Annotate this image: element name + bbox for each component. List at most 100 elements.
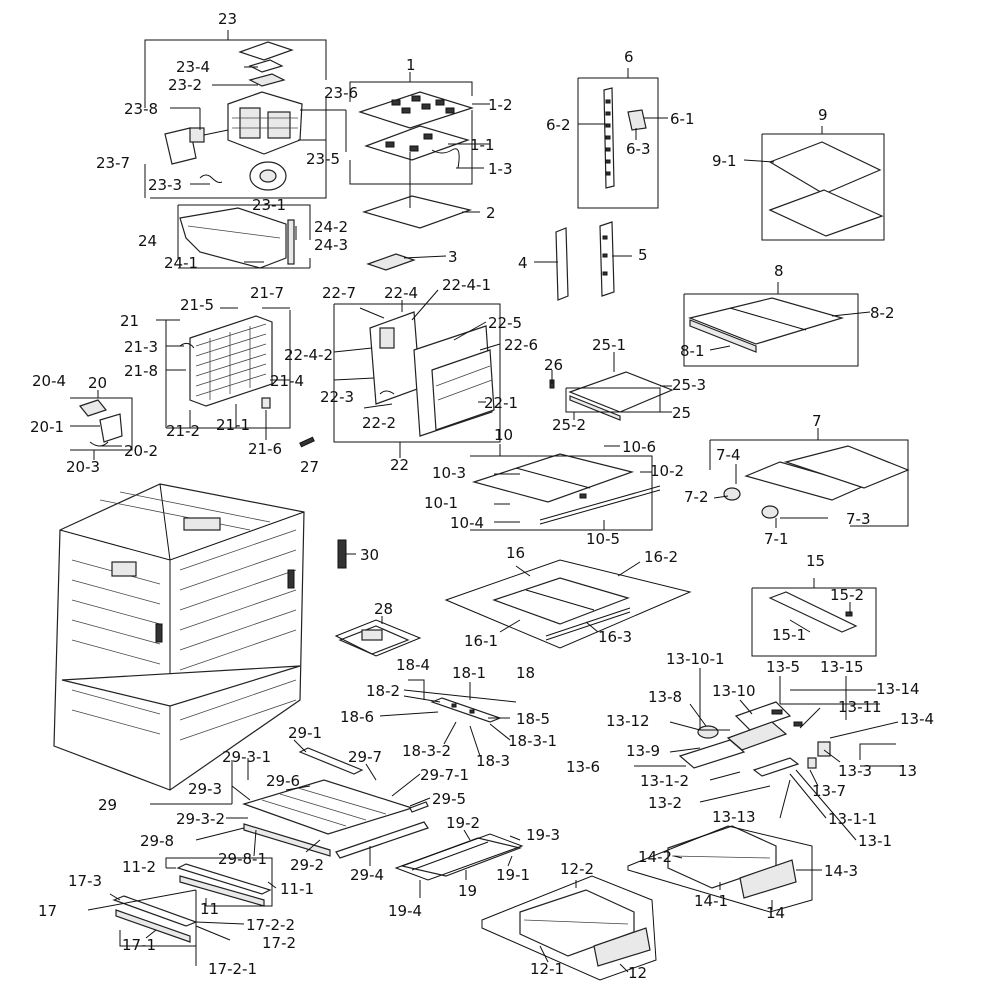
refrigerator-cabinet <box>53 483 305 791</box>
label-20-3: 20-3 <box>66 458 100 476</box>
label-6-2: 6-2 <box>546 116 571 134</box>
label-10-1: 10-1 <box>424 494 458 512</box>
label-18-3-2: 18-3-2 <box>402 742 451 760</box>
label-22-2: 22-2 <box>362 414 396 432</box>
label-22-6: 22-6 <box>504 336 538 354</box>
label-13-12: 13-12 <box>606 712 650 730</box>
label-13-10: 13-10 <box>712 682 756 700</box>
label-21-3: 21-3 <box>124 338 158 356</box>
part-labels: 23 23-4 23-2 23-8 23-6 23-7 23-5 23-3 23… <box>30 10 934 982</box>
label-19-3: 19-3 <box>526 826 560 844</box>
label-29-3-1: 29-3-1 <box>222 748 271 766</box>
label-17: 17 <box>38 902 57 920</box>
label-23: 23 <box>218 10 237 28</box>
label-13-14: 13-14 <box>876 680 920 698</box>
label-29-7: 29-7 <box>348 748 382 766</box>
shelf-assembly-10 <box>471 453 661 525</box>
shelf-assembly-7 <box>723 445 910 519</box>
label-30: 30 <box>360 546 379 564</box>
label-19-2: 19-2 <box>446 814 480 832</box>
label-23-5: 23-5 <box>306 150 340 168</box>
label-13-11: 13-11 <box>838 698 882 716</box>
label-9-1: 9-1 <box>712 152 737 170</box>
label-10: 10 <box>494 426 513 444</box>
label-27: 27 <box>300 458 319 476</box>
label-17-1: 17-1 <box>122 936 156 954</box>
label-11-1: 11-1 <box>280 880 314 898</box>
label-1-1: 1-1 <box>470 136 495 154</box>
label-22-1: 22-1 <box>484 394 518 412</box>
label-16-1: 16-1 <box>464 632 498 650</box>
label-21-1: 21-1 <box>216 416 250 434</box>
freezer-drawer-12 <box>519 889 651 967</box>
label-1-2: 1-2 <box>488 96 513 114</box>
label-19-4: 19-4 <box>388 902 422 920</box>
label-22-4-2: 22-4-2 <box>284 346 333 364</box>
label-29-4: 29-4 <box>350 866 384 884</box>
label-13-6: 13-6 <box>566 758 600 776</box>
label-23-2: 23-2 <box>168 76 202 94</box>
label-22-3: 22-3 <box>320 388 354 406</box>
label-18-3: 18-3 <box>476 752 510 770</box>
label-17-2: 17-2 <box>262 934 296 952</box>
label-25: 25 <box>672 404 691 422</box>
label-24-2: 24-2 <box>314 218 348 236</box>
label-18-1: 18-1 <box>452 664 486 682</box>
label-16-2: 16-2 <box>644 548 678 566</box>
label-10-3: 10-3 <box>432 464 466 482</box>
label-10-4: 10-4 <box>450 514 484 532</box>
freezer-drawer-14 <box>667 825 797 899</box>
label-28: 28 <box>374 600 393 618</box>
rail-assembly-15 <box>768 591 858 633</box>
label-12: 12 <box>628 964 647 982</box>
label-29-5: 29-5 <box>432 790 466 808</box>
label-18-4: 18-4 <box>396 656 430 674</box>
label-18-2: 18-2 <box>366 682 400 700</box>
label-7-4: 7-4 <box>716 446 741 464</box>
label-13-1-1: 13-1-1 <box>828 810 877 828</box>
label-7-2: 7-2 <box>684 488 709 506</box>
label-8-2: 8-2 <box>870 304 895 322</box>
label-25-1: 25-1 <box>592 336 626 354</box>
leader-lines <box>70 30 909 981</box>
label-14: 14 <box>766 904 785 922</box>
label-13-7: 13-7 <box>812 782 846 800</box>
label-13-1: 13-1 <box>858 832 892 850</box>
label-18: 18 <box>516 664 535 682</box>
control-module-13 <box>678 701 831 777</box>
label-22-4: 22-4 <box>384 284 418 302</box>
label-16-3: 16-3 <box>598 628 632 646</box>
label-29-8: 29-8 <box>140 832 174 850</box>
label-15-2: 15-2 <box>830 586 864 604</box>
label-7-1: 7-1 <box>764 530 789 548</box>
label-13-4: 13-4 <box>900 710 934 728</box>
label-24: 24 <box>138 232 157 250</box>
label-1-3: 1-3 <box>488 160 513 178</box>
label-13-15: 13-15 <box>820 658 864 676</box>
label-22-7: 22-7 <box>322 284 356 302</box>
label-9: 9 <box>818 106 828 124</box>
label-29-2: 29-2 <box>290 856 324 874</box>
label-2: 2 <box>486 204 496 222</box>
label-13-2: 13-2 <box>648 794 682 812</box>
label-20-4: 20-4 <box>32 372 66 390</box>
label-20-1: 20-1 <box>30 418 64 436</box>
label-7-3: 7-3 <box>846 510 871 528</box>
label-18-5: 18-5 <box>516 710 550 728</box>
label-10-5: 10-5 <box>586 530 620 548</box>
label-23-3: 23-3 <box>148 176 182 194</box>
tray-assembly-16 <box>492 577 631 641</box>
label-13-8: 13-8 <box>648 688 682 706</box>
label-3: 3 <box>448 248 458 266</box>
label-18-3-1: 18-3-1 <box>508 732 557 750</box>
label-29-8-1: 29-8-1 <box>218 850 267 868</box>
label-11-2: 11-2 <box>122 858 156 876</box>
label-7: 7 <box>812 412 822 430</box>
label-21-6: 21-6 <box>248 440 282 458</box>
label-29-1: 29-1 <box>288 724 322 742</box>
label-29-6: 29-6 <box>266 772 300 790</box>
label-29-3-2: 29-3-2 <box>176 810 225 828</box>
fan-motor-assembly <box>78 399 123 447</box>
label-4: 4 <box>518 254 528 272</box>
